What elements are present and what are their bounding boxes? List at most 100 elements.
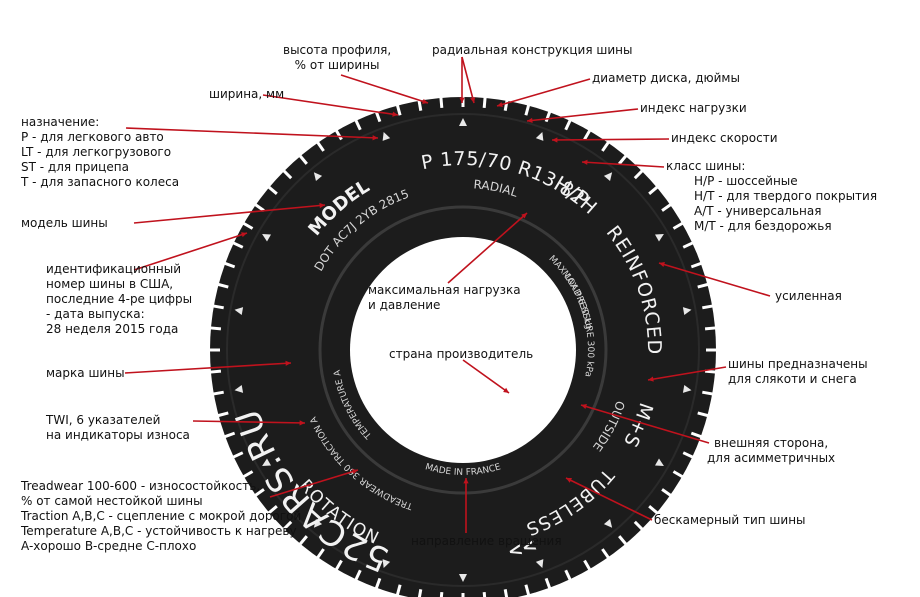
twi-mark — [603, 172, 613, 181]
twi-mark — [262, 458, 272, 466]
tread-notch — [221, 431, 236, 439]
tread-notch — [207, 326, 222, 331]
tread-notch — [439, 591, 444, 597]
tread-notch — [240, 470, 254, 480]
leader-tire-model-arrow — [319, 202, 325, 209]
leader-width-arrow — [392, 111, 398, 117]
tread-notch — [702, 390, 716, 396]
leader-rim-diameter — [496, 78, 591, 107]
tread-notch — [682, 451, 696, 460]
tread-notch — [661, 488, 674, 499]
twi-mark — [682, 384, 692, 393]
tread-notch — [690, 261, 705, 269]
leader-mud-snow — [647, 366, 727, 381]
twi-mark — [382, 131, 391, 141]
leader-purpose-arrow — [372, 135, 378, 141]
label-tire-model: модель шины — [21, 216, 108, 230]
leader-reinforced — [658, 262, 771, 297]
twi-indicator-marks — [234, 118, 692, 582]
tread-notch — [503, 589, 509, 597]
tread-notch — [417, 589, 423, 597]
tread-notch — [633, 167, 646, 180]
leader-load-index — [526, 108, 639, 122]
leader-dot-id-arrow — [241, 232, 247, 238]
leader-mud-snow-arrow — [648, 376, 654, 382]
twi-mark — [313, 172, 323, 181]
tread-notch — [265, 505, 278, 516]
leader-radial-2 — [461, 56, 475, 104]
tread-notch — [333, 127, 343, 141]
label-load-index: индекс нагрузки — [640, 101, 747, 115]
leader-utqg-arrow — [352, 469, 358, 475]
tire-sidewall — [226, 113, 700, 587]
tread-notch — [503, 97, 509, 111]
leader-max-load-arrow — [521, 213, 527, 219]
label-radial: радиальная конструкция шины — [432, 43, 633, 57]
tread-notch — [697, 411, 711, 418]
twi-mark — [382, 559, 391, 569]
leader-rim-diameter-arrow — [497, 101, 503, 107]
tread-notch — [210, 390, 224, 396]
twi-mark — [459, 118, 467, 126]
tread-notch — [583, 127, 593, 141]
leader-tire-class — [581, 161, 665, 168]
leader-radial-1-arrow — [459, 97, 465, 103]
tread-notch — [240, 220, 254, 230]
leader-purpose — [125, 127, 379, 139]
tread-notch — [601, 139, 612, 152]
tread-notch — [661, 201, 674, 212]
leader-dot-id — [133, 232, 248, 271]
tread-notch — [252, 488, 265, 499]
leader-twi — [192, 420, 306, 424]
tread-notch — [314, 548, 325, 561]
tread-notch — [353, 117, 362, 131]
leader-country — [462, 359, 510, 394]
twi-mark — [535, 131, 544, 141]
leader-speed-index-arrow — [552, 137, 558, 143]
tread-notch — [314, 139, 325, 152]
twi-mark — [262, 234, 272, 242]
tread-notch — [297, 535, 308, 548]
tread-notch — [215, 411, 229, 418]
tread-notch — [633, 520, 646, 533]
label-width: ширина, мм — [209, 87, 285, 101]
rim-opening — [350, 237, 576, 463]
leader-rotation-arrow — [463, 478, 469, 484]
tread-notch — [672, 220, 686, 230]
tread-notch — [353, 569, 362, 583]
tread-notch — [524, 102, 531, 116]
leader-speed-index — [551, 138, 670, 141]
twi-mark — [654, 458, 664, 466]
tread-notch — [564, 569, 573, 583]
tread-notch — [648, 505, 661, 516]
leader-profile-height — [340, 74, 429, 104]
tread-notches — [207, 94, 719, 597]
tread-notch — [524, 584, 531, 597]
label-rim-diameter: диаметр диска, дюймы — [592, 71, 740, 85]
tread-notch — [672, 470, 686, 480]
leader-reinforced-arrow — [659, 262, 665, 268]
leader-outside — [580, 404, 710, 444]
tread-notch — [618, 152, 629, 165]
leader-tire-model — [133, 204, 326, 224]
label-rotation: направление вращения — [411, 534, 562, 548]
tread-notch — [482, 94, 487, 109]
leader-tubeless-arrow — [566, 478, 572, 483]
label-profile-height: высота профиля,% от ширины — [283, 43, 392, 72]
twi-mark — [459, 574, 467, 582]
leader-lines — [124, 56, 771, 533]
twi-mark — [234, 384, 244, 393]
leader-tire-class-arrow — [582, 159, 588, 165]
tread-notch — [230, 240, 244, 249]
tread-notch — [333, 559, 343, 573]
leader-max-load — [447, 212, 528, 284]
tire-bead — [318, 205, 608, 495]
tread-notch — [215, 282, 229, 289]
tread-notch — [280, 520, 293, 533]
label-brand: марка шины — [46, 366, 125, 380]
tread-notch — [297, 152, 308, 165]
